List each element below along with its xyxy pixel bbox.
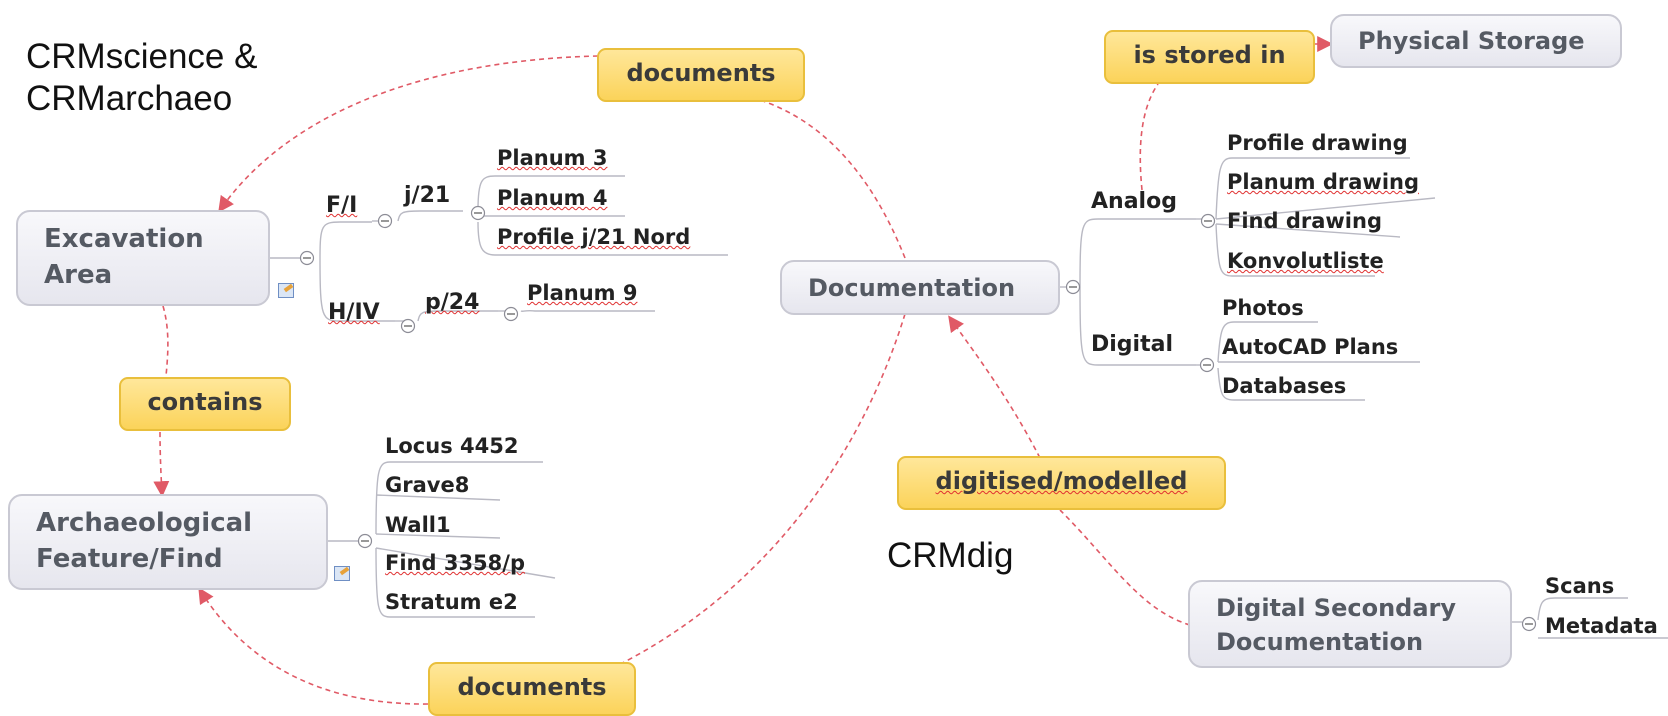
topic-archaeological-feature-line1: Archaeological	[36, 508, 253, 538]
note-icon[interactable]	[334, 566, 350, 581]
topic-archaeological-feature[interactable]: Archaeological Feature/Find	[8, 494, 328, 590]
crmscience-caption-line2: CRMarchaeo	[26, 79, 233, 118]
branch-hiv-label: H/IV	[328, 300, 380, 325]
leaf-find-3358p[interactable]: Find 3358/p	[385, 551, 525, 575]
topic-digital-secondary-documentation[interactable]: Digital Secondary Documentation	[1188, 580, 1512, 668]
branch-p24-label: p/24	[425, 290, 480, 315]
leaf-konvolutliste[interactable]: Konvolutliste	[1227, 249, 1384, 273]
leaf-planum9-label: Planum 9	[527, 281, 638, 305]
link-documentation-to-documents-top	[759, 99, 906, 259]
branch-fi-label: F/I	[326, 193, 358, 218]
relation-digitised-modelled[interactable]: digitised/modelled	[897, 456, 1226, 510]
leaf-grave8[interactable]: Grave8	[385, 473, 470, 497]
branch-j21[interactable]: j/21	[404, 183, 450, 208]
leaf-profile-drawing[interactable]: Profile drawing	[1227, 131, 1408, 155]
leaf-planum4-label: Planum 4	[497, 186, 608, 210]
topic-digital-secondary-line2: Documentation	[1216, 628, 1424, 656]
crmscience-caption: CRMscience & CRMarchaeo	[26, 36, 257, 120]
leaf-planum-drawing[interactable]: Planum drawing	[1227, 170, 1419, 194]
leaf-photos[interactable]: Photos	[1222, 296, 1304, 320]
link-excavation-to-contains	[162, 305, 169, 377]
link-analog-to-isstoredin	[1139, 83, 1159, 191]
branch-fi[interactable]: F/I	[326, 193, 357, 218]
branch-digital[interactable]: Digital	[1091, 332, 1173, 357]
leaf-planum9[interactable]: Planum 9	[527, 281, 637, 305]
topic-physical-storage-label: Physical Storage	[1358, 27, 1585, 55]
branch-p24[interactable]: p/24	[425, 290, 479, 315]
relation-documents-bottom[interactable]: documents	[428, 662, 636, 716]
topic-digital-secondary-line1: Digital Secondary	[1216, 594, 1457, 622]
leaf-planum-drawing-label: Planum drawing	[1227, 170, 1419, 194]
leaf-planum4[interactable]: Planum 4	[497, 186, 607, 210]
leaf-find-3358p-label: Find 3358/p	[385, 551, 525, 575]
branch-analog[interactable]: Analog	[1091, 189, 1177, 214]
link-documents-top-to-excavation	[218, 55, 599, 213]
relation-documents-top[interactable]: documents	[597, 48, 805, 102]
leaf-profile-j21-label: Profile j/21 Nord	[497, 225, 691, 249]
topic-documentation-label: Documentation	[808, 274, 1016, 302]
leaf-autocad-plans[interactable]: AutoCAD Plans	[1222, 335, 1399, 359]
note-icon[interactable]	[278, 283, 294, 298]
leaf-locus-4452[interactable]: Locus 4452	[385, 434, 519, 458]
leaf-databases[interactable]: Databases	[1222, 374, 1347, 398]
leaf-scans[interactable]: Scans	[1545, 574, 1615, 598]
leaf-planum3-label: Planum 3	[497, 146, 608, 170]
topic-physical-storage[interactable]: Physical Storage	[1330, 14, 1622, 68]
leaf-metadata[interactable]: Metadata	[1545, 614, 1658, 638]
leaf-profile-j21[interactable]: Profile j/21 Nord	[497, 225, 690, 249]
topic-excavation-area-line1: Excavation	[44, 224, 204, 254]
leaf-stratum-e2[interactable]: Stratum e2	[385, 590, 518, 614]
topic-documentation[interactable]: Documentation	[780, 260, 1060, 315]
link-digitised-to-documentation	[948, 315, 1041, 459]
relation-is-stored-in[interactable]: is stored in	[1104, 30, 1315, 84]
link-contains-to-archaeological	[153, 431, 170, 498]
branch-j21-label: j/21	[404, 183, 451, 208]
leaf-planum3[interactable]: Planum 3	[497, 146, 607, 170]
topic-archaeological-feature-line2: Feature/Find	[36, 544, 223, 574]
leaf-wall1[interactable]: Wall1	[385, 513, 451, 537]
link-documents-bottom-to-archaeological	[198, 587, 429, 705]
topic-excavation-area[interactable]: Excavation Area	[16, 210, 270, 306]
leaf-konvolutliste-label: Konvolutliste	[1227, 249, 1384, 273]
branch-hiv[interactable]: H/IV	[328, 300, 380, 325]
crmscience-caption-line1: CRMscience &	[26, 37, 258, 76]
relation-contains[interactable]: contains	[119, 377, 291, 431]
relation-digitised-modelled-label: digitised/modelled	[935, 467, 1188, 495]
link-digitalsecondary-to-digitised	[1059, 509, 1191, 626]
crmdig-caption: CRMdig	[887, 536, 1014, 575]
link-documentation-to-documents-bottom	[599, 313, 906, 675]
topic-excavation-area-line2: Area	[44, 260, 113, 290]
leaf-find-drawing[interactable]: Find drawing	[1227, 209, 1382, 233]
